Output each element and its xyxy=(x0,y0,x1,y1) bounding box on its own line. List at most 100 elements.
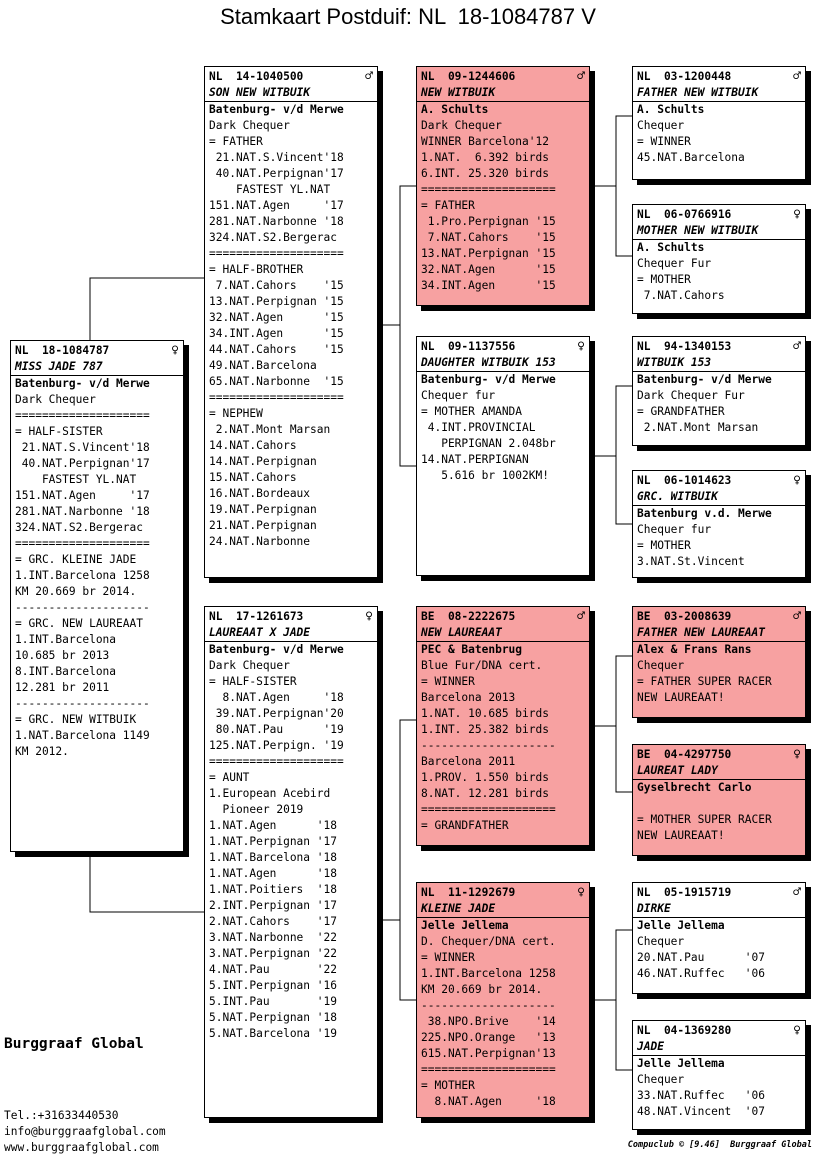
pigeon-name: LAUREAAT X JADE xyxy=(205,625,377,642)
detail-line: 40.NAT.Perpignan'17 xyxy=(209,167,344,180)
detail-line: 34.INT.Agen '15 xyxy=(209,327,344,340)
pigeon-name: JADE xyxy=(633,1039,805,1056)
detail-line: 615.NAT.Perpignan'13 xyxy=(421,1047,556,1060)
detail-line: 1.NAT.Barcelona '18 xyxy=(209,851,337,864)
ring-number: NL 11-1292679 xyxy=(421,886,516,899)
detail-line: 7.NAT.Cahors xyxy=(637,289,725,302)
female-icon: ♀ xyxy=(793,1023,801,1038)
pigeon-name: NEW WITBUIK xyxy=(417,85,589,102)
female-icon: ♀ xyxy=(793,747,801,762)
detail-line: PERPIGNAN 2.048br xyxy=(421,437,556,450)
detail-line: 46.NAT.Ruffec '06 xyxy=(637,967,765,980)
male-icon: ♂ xyxy=(577,609,585,624)
detail-line: 13.NAT.Perpignan '15 xyxy=(421,247,556,260)
brand-name: Burggraaf Global xyxy=(4,1036,144,1052)
detail-line: 49.NAT.Barcelona xyxy=(209,359,317,372)
detail-line: = GRC. KLEINE JADE xyxy=(15,553,137,566)
female-icon: ♀ xyxy=(793,207,801,222)
detail-line: -------------------- xyxy=(15,697,150,710)
pigeon-name: FATHER NEW WITBUIK xyxy=(633,85,805,102)
detail-line: 2.NAT.Cahors '17 xyxy=(209,915,337,928)
pigeon-card-maternal-grandfather: BE 08-2222675♂ NEW LAUREAAT PEC & Batenb… xyxy=(416,606,590,846)
detail-line: Batenburg v.d. Merwe xyxy=(637,507,772,520)
website-link[interactable]: www.burggraafglobal.com xyxy=(4,1141,159,1154)
detail-line: Barcelona 2013 xyxy=(421,691,516,704)
detail-line: 2.NAT.Mont Marsan xyxy=(637,421,759,434)
detail-line: -------------------- xyxy=(15,601,150,614)
pigeon-card-subject: NL 18-1084787♀ MISS JADE 787 Batenburg- … xyxy=(10,340,184,852)
ring-number: NL 03-1200448 xyxy=(637,70,732,83)
detail-line: 38.NPO.Brive '14 xyxy=(421,1015,556,1028)
ring-number: NL 94-1340153 xyxy=(637,340,732,353)
detail-line: = MOTHER xyxy=(637,273,691,286)
detail-line: A. Schults xyxy=(637,103,705,116)
detail-line: 32.NAT.Agen '15 xyxy=(421,263,556,276)
pigeon-name: DAUGHTER WITBUIK 153 xyxy=(417,355,589,372)
female-icon: ♀ xyxy=(171,343,179,358)
detail-line: ==================== xyxy=(421,803,556,816)
detail-line: Dark Chequer xyxy=(421,119,502,132)
detail-line: 8.NAT.Agen '18 xyxy=(421,1095,556,1108)
female-icon: ♀ xyxy=(365,609,373,624)
detail-line: Chequer xyxy=(637,1073,685,1086)
detail-line: 20.NAT.Pau '07 xyxy=(637,951,765,964)
detail-line: = GRANDFATHER xyxy=(421,819,509,832)
detail-line: = WINNER xyxy=(637,135,691,148)
detail-line: 1.PROV. 1.550 birds xyxy=(421,771,549,784)
detail-line: 8.INT.Barcelona xyxy=(15,665,117,678)
detail-line: 5.NAT.Perpignan '18 xyxy=(209,1011,337,1024)
detail-line: 324.NAT.S2.Bergerac xyxy=(209,231,337,244)
detail-line: Chequer xyxy=(637,119,685,132)
detail-line: 16.NAT.Bordeaux xyxy=(209,487,311,500)
detail-line: Jelle Jellema xyxy=(421,919,509,932)
detail-line: Blue Fur/DNA cert. xyxy=(421,659,543,672)
detail-line: A. Schults xyxy=(421,103,489,116)
pigeon-name: WITBUIK 153 xyxy=(633,355,805,372)
pigeon-name: GRC. WITBUIK xyxy=(633,489,805,506)
detail-line: 12.281 br 2011 xyxy=(15,681,110,694)
detail-line: 1.INT.Barcelona 1258 xyxy=(421,967,556,980)
pigeon-card-fmf: NL 94-1340153♂ WITBUIK 153 Batenburg- v/… xyxy=(632,336,806,446)
email-address[interactable]: info@burggraafglobal.com xyxy=(4,1125,166,1138)
detail-line: ==================== xyxy=(209,391,344,404)
software-credit: Compuclub © [9.46] Burggraaf Global xyxy=(627,1140,812,1150)
detail-line: Alex & Frans Rans xyxy=(637,643,752,656)
detail-line: 3.NAT.Narbonne '22 xyxy=(209,931,337,944)
detail-line: Chequer xyxy=(637,935,685,948)
detail-line: Chequer fur xyxy=(637,523,712,536)
detail-line: 1.INT.Barcelona xyxy=(15,633,117,646)
detail-line: PEC & Batenbrug xyxy=(421,643,523,656)
pigeon-card-ffm: NL 06-0766916♀ MOTHER NEW WITBUIK A. Sch… xyxy=(632,204,806,314)
ring-number: NL 04-1369280 xyxy=(637,1024,732,1037)
detail-line: 1.NAT.Agen '18 xyxy=(209,867,337,880)
male-icon: ♂ xyxy=(793,339,801,354)
detail-line: = MOTHER xyxy=(637,539,691,552)
detail-line: ==================== xyxy=(15,409,150,422)
detail-line: Chequer Fur xyxy=(637,257,712,270)
detail-line: 1.Pro.Perpignan '15 xyxy=(421,215,556,228)
detail-line: 1.NAT. 10.685 birds xyxy=(421,707,549,720)
detail-line: 7.NAT.Cahors '15 xyxy=(209,279,344,292)
detail-line: ==================== xyxy=(15,537,150,550)
detail-line: 125.NAT.Perpign. '19 xyxy=(209,739,344,752)
female-icon: ♀ xyxy=(577,339,585,354)
ring-number: NL 06-1014623 xyxy=(637,474,732,487)
detail-line: 1.NAT.Poitiers '18 xyxy=(209,883,337,896)
detail-line: 7.NAT.Cahors '15 xyxy=(421,231,556,244)
detail-line: 24.NAT.Narbonne xyxy=(209,535,311,548)
detail-line: ==================== xyxy=(209,247,344,260)
detail-line: -------------------- xyxy=(421,999,556,1012)
detail-line: Batenburg- v/d Merwe xyxy=(209,103,344,116)
detail-line: = FATHER xyxy=(209,135,263,148)
detail-line: 80.NAT.Pau '19 xyxy=(209,723,344,736)
detail-line: Chequer xyxy=(637,659,685,672)
detail-line: Jelle Jellema xyxy=(637,1057,725,1070)
